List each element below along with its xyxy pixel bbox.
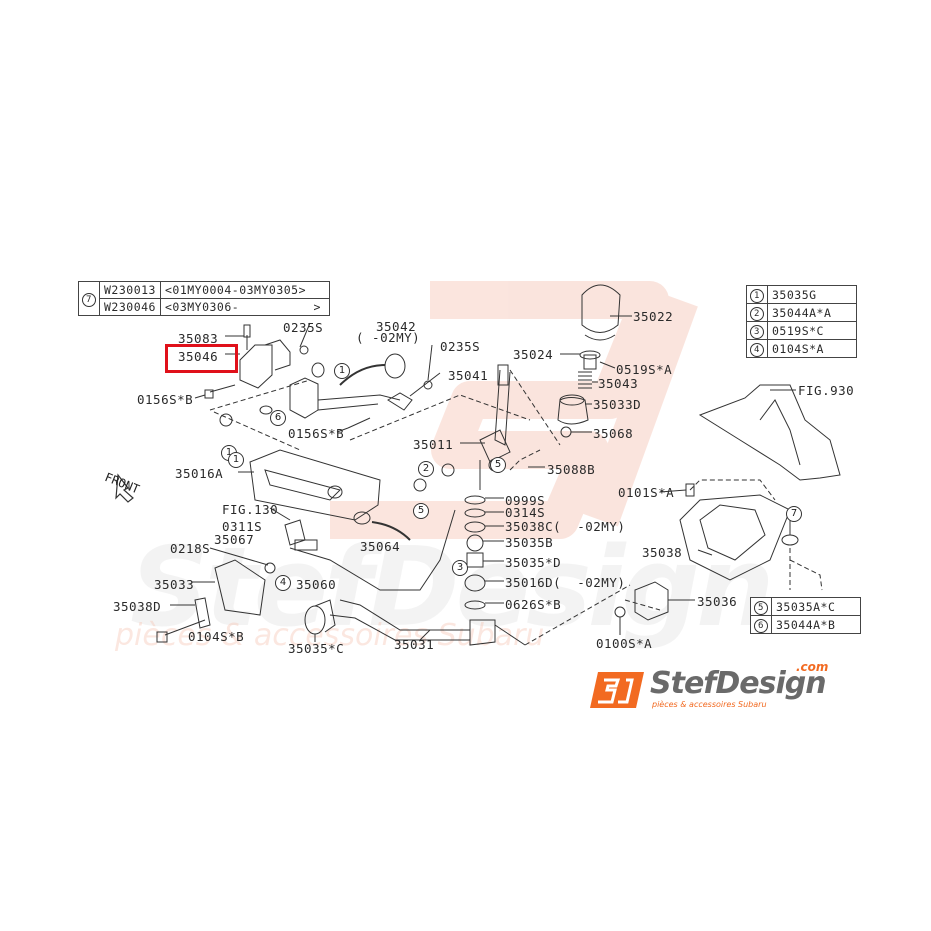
part-label[interactable]: 35033D — [593, 397, 642, 412]
callout-1-icon: 1 — [334, 363, 350, 379]
part-label[interactable]: 0314S — [505, 505, 546, 520]
callout-cell: 7 — [78, 281, 100, 316]
date-range-cell: <03MY0306- > — [159, 298, 330, 316]
part-number-cell: 0104S*A — [767, 339, 857, 358]
part-label[interactable]: 35046 — [178, 349, 219, 364]
svg-text:pièces & accessoires Subaru: pièces & accessoires Subaru — [114, 618, 544, 653]
callout-7-icon: 7 — [82, 293, 96, 307]
part-label[interactable]: 0156S*B — [137, 392, 194, 407]
callout-6-icon: 6 — [754, 619, 768, 633]
part-label[interactable]: 35038 — [642, 545, 683, 560]
logo-tld-text: .com — [796, 660, 829, 674]
part-number-cell: W230046 — [99, 298, 161, 316]
callout-1-icon: 1 — [750, 289, 764, 303]
callout-3-icon: 3 — [750, 325, 764, 339]
part-number-cell: 35044A*A — [767, 303, 857, 322]
part-label[interactable]: 35088B — [547, 462, 596, 477]
part-label[interactable]: 0311S — [222, 519, 263, 534]
stefdesign-logo: StefDesign .com pièces & accessoires Sub… — [590, 660, 850, 718]
part-label[interactable]: 35042 — [376, 319, 417, 334]
part-label[interactable]: FIG.130 — [222, 502, 279, 517]
part-label[interactable]: 35031 — [394, 637, 435, 652]
callout-1-icon: 1 — [228, 452, 244, 468]
part-label[interactable]: 0156S*B — [288, 426, 345, 441]
callout-5-icon: 5 — [490, 457, 506, 473]
part-label[interactable]: 35036 — [697, 594, 738, 609]
callout-5-icon: 5 — [413, 503, 429, 519]
part-number-cell: 35044A*B — [771, 615, 861, 634]
part-label[interactable]: 0218S — [170, 541, 211, 556]
callout-4-icon: 4 — [750, 343, 764, 357]
part-label[interactable]: 35016A — [175, 466, 224, 481]
applicability-table: 7 W230013 <01MY0004-03MY0305> W230046 <0… — [78, 281, 330, 316]
part-number-cell: 35035A*C — [771, 597, 861, 616]
callout-4-icon: 4 — [275, 575, 291, 591]
part-label[interactable]: 35038C( -02MY) — [505, 519, 626, 534]
callout-5-icon: 5 — [754, 601, 768, 615]
part-label[interactable]: 0999S — [505, 493, 546, 508]
part-label[interactable]: 35067 — [214, 532, 255, 547]
part-number-cell: W230013 — [99, 281, 161, 299]
part-label[interactable]: 35064 — [360, 539, 401, 554]
part-label[interactable]: 35016D( -02MY) — [505, 575, 626, 590]
part-number-cell: 0519S*C — [767, 321, 857, 340]
part-label[interactable]: ( -02MY) — [356, 330, 421, 345]
part-label[interactable]: 0235S — [283, 320, 324, 335]
part-label[interactable]: FIG.930 — [798, 383, 855, 398]
logo-brand-text: StefDesign — [650, 666, 827, 701]
callout-7-icon: 7 — [786, 506, 802, 522]
part-label[interactable]: 0626S*B — [505, 597, 562, 612]
sd-badge-icon — [590, 672, 644, 708]
part-label[interactable]: 35022 — [633, 309, 674, 324]
part-label[interactable]: 0101S*A — [618, 485, 675, 500]
part-label[interactable]: 35043 — [598, 376, 639, 391]
callout-2-icon: 2 — [750, 307, 764, 321]
part-label[interactable]: 35033 — [154, 577, 195, 592]
part-label[interactable]: 35060 — [296, 577, 337, 592]
table-row: W230046 <03MY0306- > — [79, 298, 330, 316]
callout-2-icon: 2 — [418, 461, 434, 477]
part-label[interactable]: 35038D — [113, 599, 162, 614]
part-label[interactable]: 35068 — [593, 426, 634, 441]
part-label[interactable]: 35041 — [448, 368, 489, 383]
part-label[interactable]: 35011 — [413, 437, 454, 452]
part-label[interactable]: 0100S*A — [596, 636, 653, 651]
logo-tagline: pièces & accessoires Subaru — [652, 700, 767, 709]
part-label[interactable]: 35035*D — [505, 555, 562, 570]
part-label[interactable]: 35035B — [505, 535, 554, 550]
part-label[interactable]: 0519S*A — [616, 362, 673, 377]
part-label[interactable]: 35083 — [178, 331, 219, 346]
callout-3-icon: 3 — [452, 560, 468, 576]
table-row: 7 W230013 <01MY0004-03MY0305> — [78, 281, 330, 316]
part-number-cell: 35035G — [767, 285, 857, 304]
part-label[interactable]: 35035*C — [288, 641, 345, 656]
date-range-cell: <01MY0004-03MY0305> — [159, 281, 330, 299]
callout-6-icon: 6 — [270, 410, 286, 426]
part-label[interactable]: 0235S — [440, 339, 481, 354]
part-label[interactable]: 35024 — [513, 347, 554, 362]
highlighted-part-box[interactable] — [165, 344, 238, 373]
part-label[interactable]: 0104S*B — [188, 629, 245, 644]
